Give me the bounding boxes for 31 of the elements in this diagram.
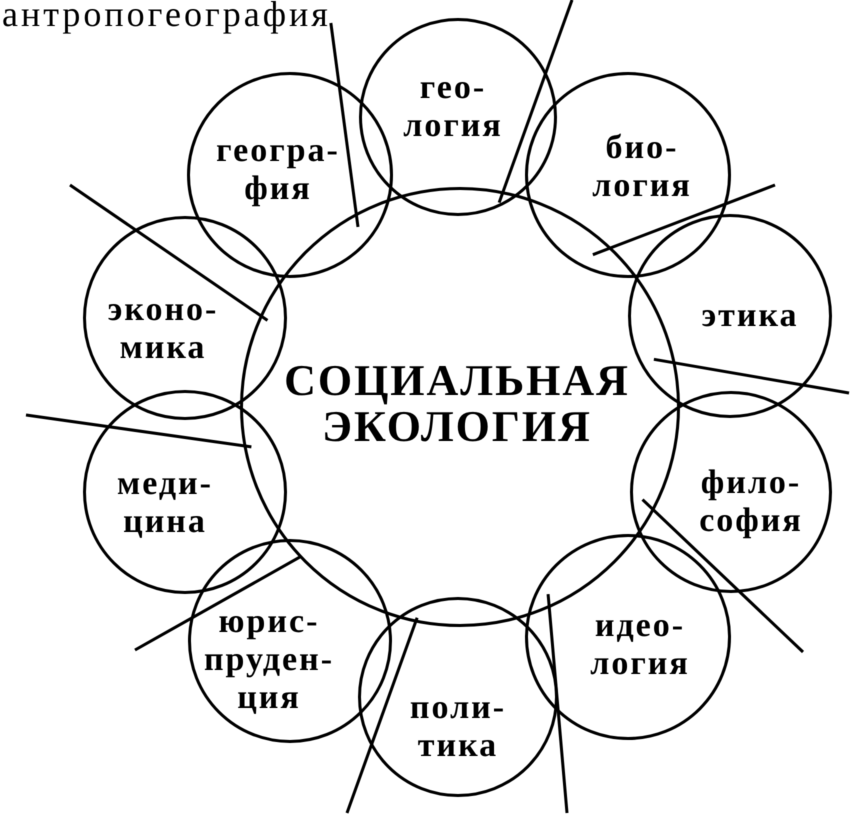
discipline-label: идео- логия [590, 607, 690, 683]
leader-line [134, 555, 302, 652]
discipline-label: поли- тика [410, 689, 506, 765]
leader-line [546, 594, 568, 814]
central-title: СОЦИАЛЬНАЯ ЭКОЛОГИЯ [284, 358, 630, 450]
discipline-circle [83, 216, 287, 420]
discipline-circle [188, 539, 392, 743]
discipline-label: фило- софия [699, 464, 803, 540]
leader-line [498, 0, 574, 204]
discipline-circle [358, 597, 558, 797]
discipline-circle [630, 391, 832, 593]
discipline-circle [628, 214, 832, 418]
discipline-label: эконо- мика [108, 291, 218, 367]
discipline-circle [187, 72, 393, 278]
discipline-label: био- логия [592, 129, 692, 205]
leader-line [346, 617, 419, 814]
discipline-circle [359, 18, 557, 216]
term-label: антропогеография [2, 0, 331, 32]
discipline-label: геогра- фия [216, 132, 340, 208]
discipline-label: гео- логия [403, 69, 503, 145]
discipline-circle [525, 72, 731, 278]
leader-line [329, 22, 360, 228]
discipline-label: этика [701, 297, 799, 335]
discipline-label: юрис- пруден- ция [204, 603, 334, 717]
leader-line [654, 358, 850, 394]
discipline-label: меди- цина [117, 465, 213, 541]
leader-line [641, 498, 804, 654]
leader-line [69, 184, 268, 322]
leader-line [26, 414, 252, 448]
discipline-circle [83, 390, 287, 594]
leader-line [592, 184, 776, 256]
